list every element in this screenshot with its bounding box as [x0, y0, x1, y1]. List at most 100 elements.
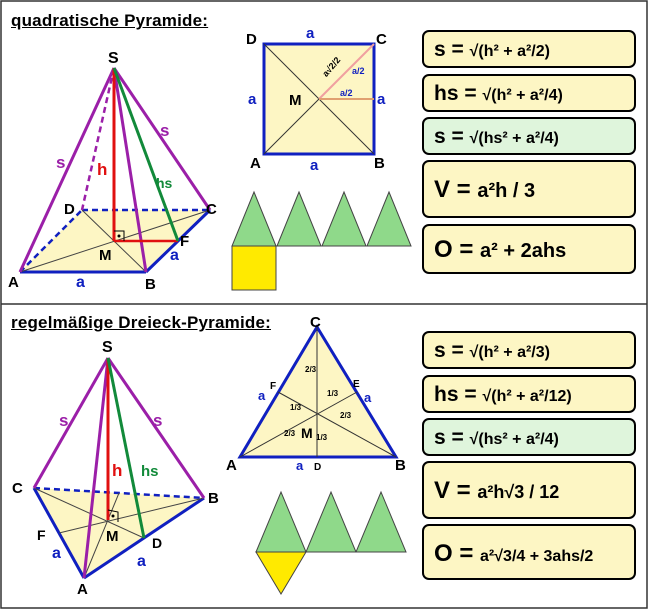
label-a-bottom-2d: a — [310, 157, 319, 174]
label-a-top-2d: a — [306, 25, 315, 42]
formula-text: s = √(h² + a²/3) — [434, 339, 550, 362]
label-s-right: s — [160, 121, 169, 140]
formula-box-s-tri: s = √(h² + a²/3) — [422, 331, 636, 369]
label-D: D — [64, 201, 75, 218]
formula-text: O = a²√3/4 + 3ahs/2 — [434, 540, 594, 567]
lateral-edge-SD — [80, 67, 116, 211]
label-a-right: a — [170, 247, 179, 264]
label-B-tri: B — [208, 490, 219, 507]
base-median-A — [83, 492, 120, 579]
formula-box-surface: O = a² + 2ahs — [422, 224, 636, 274]
lateral-edge-SA — [18, 67, 116, 273]
label-D-2d: D — [246, 31, 257, 48]
figure-labels: S A B C D M F a a s s h hs D C A B a a a… — [8, 25, 406, 598]
apothem-line — [106, 357, 146, 539]
label-a-bottom: a — [76, 274, 85, 291]
formula-text: O = a² + 2ahs — [434, 236, 567, 263]
label-F-2d-tri: F — [270, 381, 276, 392]
lateral-edge-SC — [112, 67, 212, 211]
net-triangle-1 — [231, 190, 277, 247]
label-hs-tri: hs — [141, 463, 159, 480]
label-B-2d-tri: B — [395, 457, 406, 474]
triangular-pyramid-figure — [32, 357, 206, 580]
triangle-base-fill — [34, 488, 204, 578]
label-two-thirds-left: 2/3 — [284, 429, 296, 438]
label-C-2d-tri: C — [310, 314, 321, 331]
label-a-bottom-2d-tri: a — [296, 458, 304, 473]
label-B-2d: B — [374, 155, 385, 172]
half-diagonal-line — [318, 43, 375, 100]
label-D-tri: D — [152, 535, 162, 551]
label-hs: hs — [156, 175, 173, 191]
label-M: M — [99, 247, 112, 264]
lateral-edge-SC — [32, 357, 110, 489]
label-A-2d-tri: A — [226, 457, 237, 474]
label-F-tri: F — [37, 527, 46, 543]
label-a-left-2d-tri: a — [258, 388, 266, 403]
label-a-right-2d: a — [377, 91, 386, 108]
net-base-square — [231, 245, 277, 291]
label-a-left-2d: a — [248, 91, 257, 108]
label-E-2d-tri: E — [353, 379, 360, 390]
formula-text: s = √(hs² + a²/4) — [434, 426, 559, 449]
label-C: C — [206, 201, 217, 218]
net-triangle-3 — [355, 490, 407, 553]
label-C-2d: C — [376, 31, 387, 48]
label-a-left-tri: a — [52, 545, 61, 562]
label-s-left: s — [56, 153, 65, 172]
net-triangle-2 — [305, 490, 357, 553]
label-third-bottom: 1/3 — [316, 433, 328, 442]
label-a-half-side: a/2 — [352, 66, 365, 76]
lateral-edge-SB — [112, 67, 148, 273]
label-M-tri: M — [106, 528, 119, 545]
label-a-half: a/2 — [340, 88, 353, 98]
label-A: A — [8, 274, 19, 291]
formula-text: V = a²h√3 / 12 — [434, 477, 560, 504]
formula-text: s = √(h² + a²/2) — [434, 38, 550, 61]
base-median-B — [58, 497, 205, 534]
section-title-triangle: regelmäßige Dreieck-Pyramide: — [11, 313, 271, 332]
right-angle-mark — [107, 509, 119, 522]
label-third-left: 1/3 — [290, 403, 302, 412]
formula-box-s: s = √(h² + a²/2) — [422, 30, 636, 68]
label-S: S — [108, 50, 119, 67]
formula-box-volume: V = a²h / 3 — [422, 160, 636, 218]
label-A-2d: A — [250, 155, 261, 172]
base-median-C — [33, 487, 145, 539]
label-B: B — [145, 276, 156, 293]
apothem-line — [112, 67, 180, 242]
lateral-edge-SB — [106, 357, 206, 499]
formula-box-surface-tri: O = a²√3/4 + 3ahs/2 — [422, 524, 636, 580]
square-base-2d — [262, 42, 376, 156]
label-D-2d-tri: D — [314, 462, 321, 473]
square-pyramid-net — [231, 190, 412, 291]
triangle-pyramid-net — [255, 490, 407, 595]
formula-text: V = a²h / 3 — [434, 176, 536, 203]
label-h: h — [97, 160, 107, 179]
net-triangle-1 — [255, 490, 307, 553]
label-s-right-tri: s — [153, 411, 162, 430]
net-base-triangle — [255, 551, 307, 595]
label-a-right-tri: a — [137, 553, 146, 570]
section-title-square: quadratische Pyramide: — [11, 11, 209, 30]
formula-box-s-via-hs: s = √(hs² + a²/4) — [422, 117, 636, 155]
label-third-right: 1/3 — [327, 389, 339, 398]
formula-text: hs = √(h² + a²/12) — [434, 383, 572, 406]
label-s-left-tri: s — [59, 411, 68, 430]
label-two-thirds-right: 2/3 — [340, 411, 352, 420]
label-two-thirds-top: 2/3 — [305, 365, 317, 374]
label-a-right-2d-tri: a — [364, 390, 372, 405]
label-C-tri: C — [12, 480, 23, 497]
base-edge-AD — [19, 209, 83, 273]
label-A-tri: A — [77, 581, 88, 598]
triangle-base-2d — [237, 324, 399, 459]
formula-box-hs-tri: hs = √(h² + a²/12) — [422, 375, 636, 413]
lateral-edge-SA — [82, 357, 110, 579]
net-triangle-4 — [366, 190, 412, 247]
square-pyramid-figure — [18, 67, 212, 274]
net-triangle-2 — [276, 190, 322, 247]
formula-box-hs: hs = √(h² + a²/4) — [422, 74, 636, 112]
label-M-2d: M — [289, 92, 302, 109]
label-M-2d-tri: M — [301, 425, 313, 441]
